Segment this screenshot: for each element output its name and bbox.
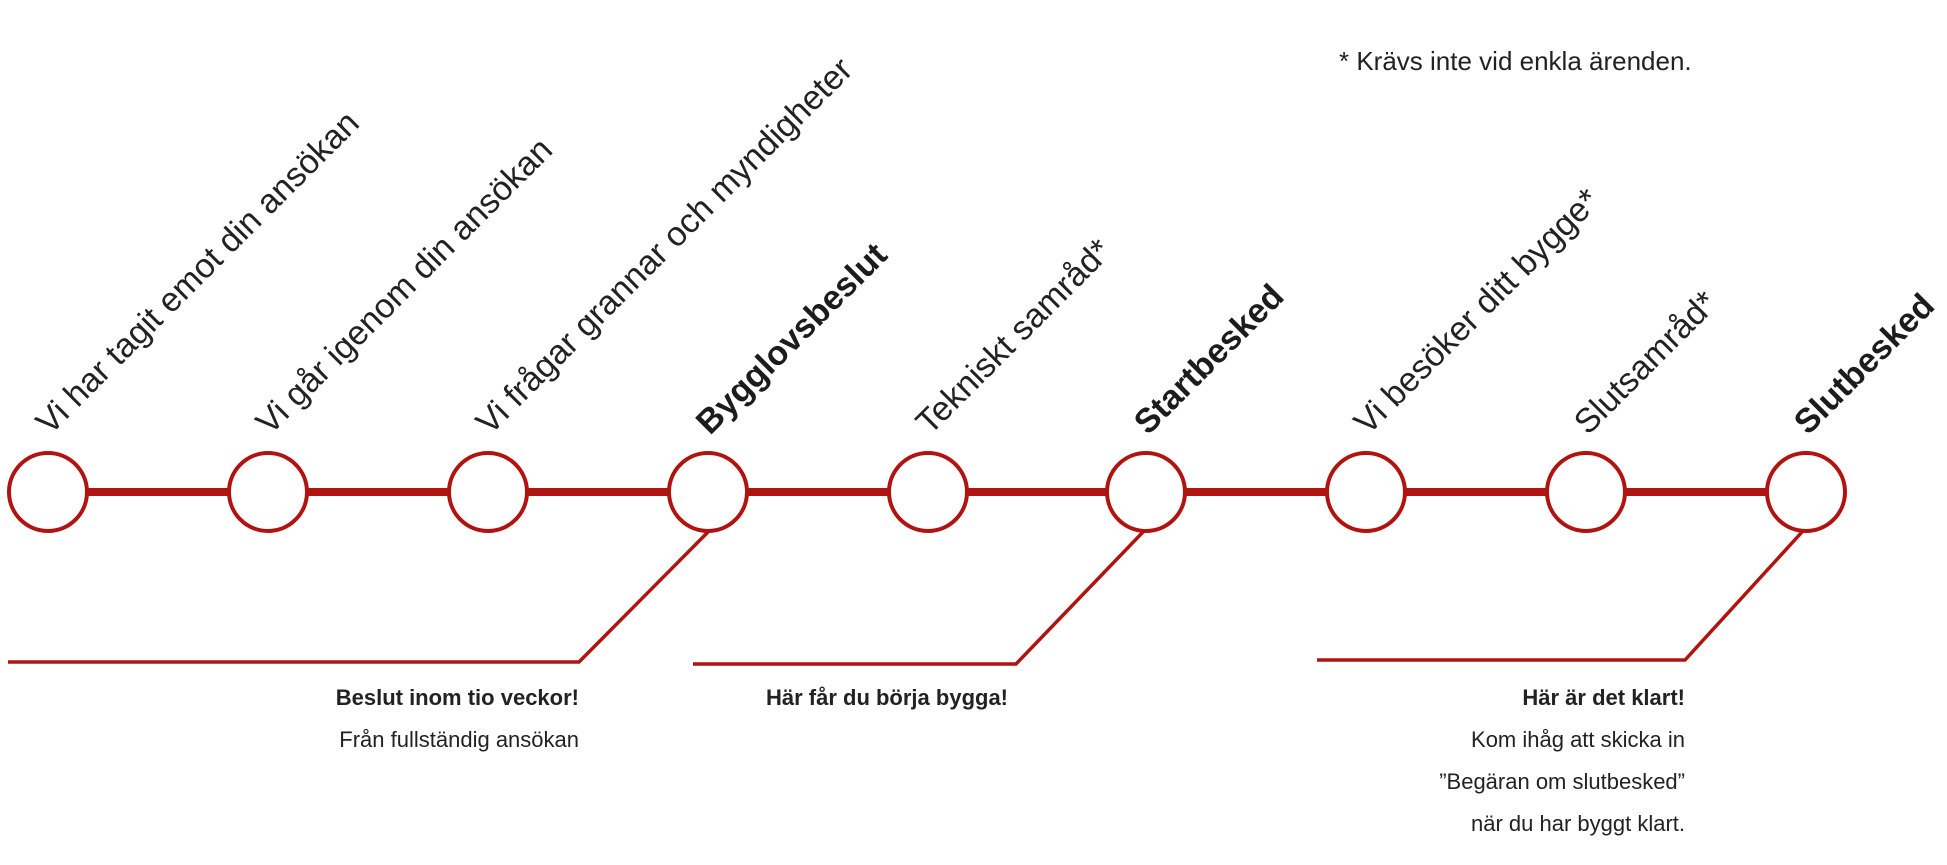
milestone-label: Slutbesked xyxy=(1787,287,1942,442)
callout-line: Kom ihåg att skicka in xyxy=(1471,727,1685,752)
callout-line: när du har byggt klart. xyxy=(1471,811,1685,836)
timeline-step: Tekniskt samråd* xyxy=(887,232,1119,533)
step-node-circle xyxy=(1765,451,1847,533)
step-label: Vi frågar grannar och myndigheter xyxy=(469,50,860,441)
step-label: Vi besöker ditt bygge* xyxy=(1347,181,1607,441)
step-node-circle xyxy=(447,451,529,533)
callout-title: Här får du börja bygga! xyxy=(766,685,1008,710)
milestone-label: Bygglovsbeslut xyxy=(689,236,895,442)
step-node-circle xyxy=(1105,451,1187,533)
callout-line: ”Begäran om slutbesked” xyxy=(1439,769,1685,794)
step-node-circle xyxy=(667,451,749,533)
timeline-step: Vi frågar grannar och myndigheter xyxy=(447,50,860,533)
callout-title: Beslut inom tio veckor! xyxy=(336,685,579,710)
callout-connector-bygglov xyxy=(8,530,710,664)
callout-slutbesked: Här är det klart! Kom ihåg att skicka in… xyxy=(1439,685,1685,836)
step-node-circle xyxy=(227,451,309,533)
callout-connector-startbesked xyxy=(693,530,1145,666)
timeline-step: Bygglovsbeslut xyxy=(667,236,895,533)
callout-bygglov: Beslut inom tio veckor! Från fullständig… xyxy=(336,685,579,752)
milestone-label: Startbesked xyxy=(1127,277,1292,442)
step-label: Slutsamråd* xyxy=(1567,284,1725,442)
step-node-circle xyxy=(1325,451,1407,533)
callout-line: Från fullständig ansökan xyxy=(339,727,579,752)
step-node-circle xyxy=(1545,451,1627,533)
step-label: Tekniskt samråd* xyxy=(909,232,1119,442)
step-node-circle xyxy=(887,451,969,533)
callout-connector-slutbesked xyxy=(1317,530,1804,662)
step-node-circle xyxy=(7,451,89,533)
callout-startbesked: Här får du börja bygga! xyxy=(766,685,1008,710)
timeline-step: Slutbesked xyxy=(1765,287,1942,533)
callout-title: Här är det klart! xyxy=(1522,685,1685,710)
footnote: * Krävs inte vid enkla ärenden. xyxy=(1339,46,1692,76)
timeline-step: Vi har tagit emot din ansökan xyxy=(7,104,367,533)
